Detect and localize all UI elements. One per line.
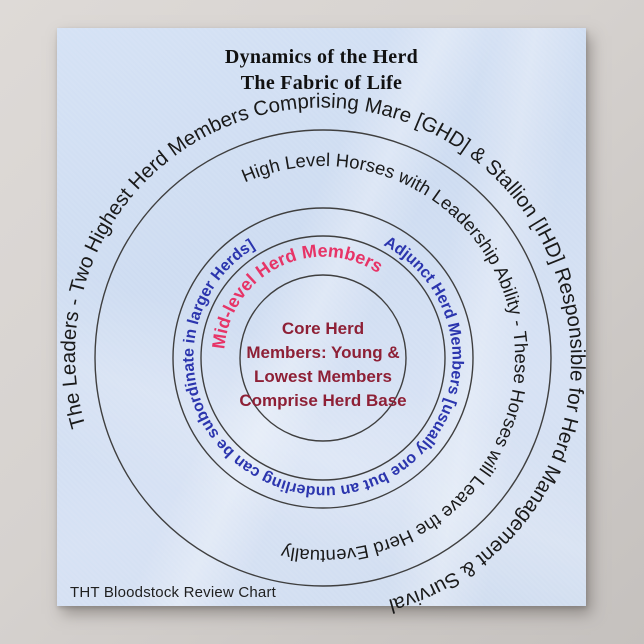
ring-circle-second <box>172 207 474 509</box>
core-line-2: Members: Young & <box>246 343 399 362</box>
ring-circle-outer <box>94 129 552 587</box>
core-line-4: Comprise Herd Base <box>239 391 406 410</box>
title-line-2: The Fabric of Life <box>240 72 403 94</box>
ring-circle-core <box>239 274 407 442</box>
core-text-block: Core Herd Members: Young & Lowest Member… <box>239 319 406 410</box>
ring-circle-third <box>200 235 446 481</box>
core-line-1: Core Herd <box>282 319 364 338</box>
core-line-3: Lowest Members <box>254 367 392 386</box>
poster-title: Dynamics of the Herd The Fabric of Life <box>57 44 586 96</box>
title-line-1: Dynamics of the Herd <box>224 46 419 68</box>
footer-credit: THT Bloodstock Review Chart <box>70 584 277 601</box>
